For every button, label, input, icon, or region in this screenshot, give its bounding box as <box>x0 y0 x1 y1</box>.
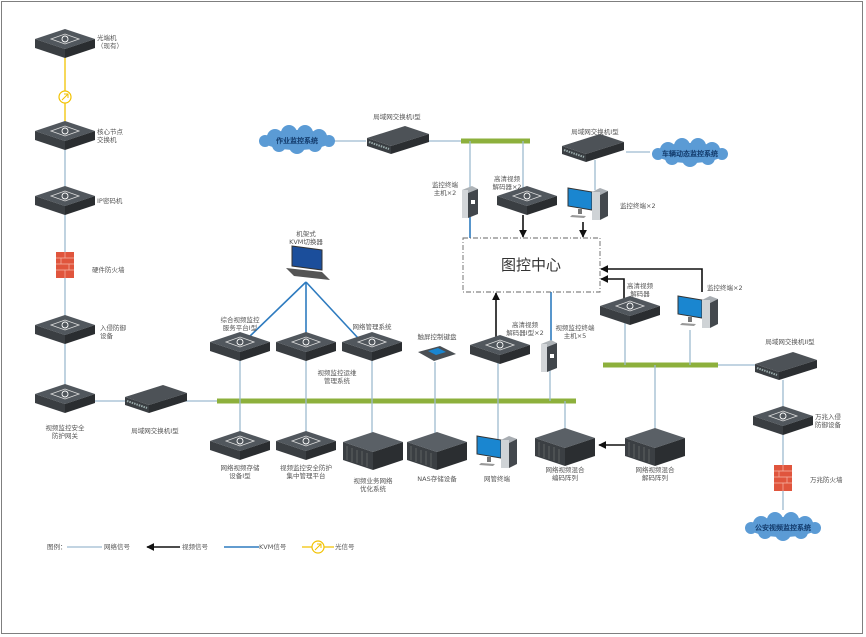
label-top-switch-right: 局域网交换机I型 <box>571 127 619 136</box>
label-terminal-host5: 视频监控终端主机×5 <box>556 323 596 340</box>
label-optical-terminal: 光端机（现有） <box>97 33 123 50</box>
label-lan-switch: 局域网交换机I型 <box>131 426 179 435</box>
legend-kvm: KVM信号 <box>259 542 287 551</box>
nas-icon <box>406 431 468 471</box>
storage-server-icon <box>209 430 271 461</box>
platform-server-icon <box>209 331 271 362</box>
label-ips: 入侵防御设备 <box>100 323 127 340</box>
lan-switch-icon <box>366 125 430 155</box>
optimizer-icon <box>342 431 404 471</box>
label-monitor-terminal-right: 监控终端×2 <box>707 283 743 292</box>
label-platform: 综合视频监控服务平台I型 <box>221 315 261 332</box>
control-center-title: 图控中心 <box>501 256 561 274</box>
label-ip-encryptor: IP密码机 <box>97 196 123 205</box>
legend-title: 图例： <box>47 542 67 551</box>
label-ips-10g: 万兆入侵防御设备 <box>815 412 842 429</box>
label-monitor-terminal-top: 监控终端×2 <box>620 201 656 210</box>
desktop-pc-icon <box>567 187 609 221</box>
nms-server-icon <box>341 331 403 362</box>
label-hw-firewall: 硬件防火墙 <box>92 265 125 274</box>
lan-switch-icon <box>754 351 818 381</box>
touch-keyboard-icon <box>418 346 456 361</box>
legend: 图例： 网络信号 视频信号 KVM信号 光信号 <box>47 540 355 554</box>
firewall-icon <box>773 464 793 492</box>
desktop-pc-icon <box>677 295 719 329</box>
cloud-work-monitoring: 作业监控系统 <box>276 136 318 145</box>
core-switch-icon <box>34 120 96 151</box>
label-hd-decoder-top: 高清视频解码器×2 <box>492 174 521 191</box>
desktop-pc-icon <box>476 435 518 469</box>
label-encoder-array: 网络视频混合编码阵列 <box>546 465 586 482</box>
optical-signal-icon <box>311 540 325 554</box>
optical-terminal-icon <box>34 28 96 59</box>
label-top-switch-left: 局域网交换机I型 <box>373 112 421 121</box>
label-hd-decoder-right: 高清视频解码器 <box>627 281 654 298</box>
label-nms-terminal: 网管终端 <box>484 474 511 483</box>
optical-signal-icon <box>58 90 72 104</box>
security-gateway-icon <box>34 383 96 414</box>
ops-server-icon <box>275 331 337 362</box>
lan-switch-icon <box>124 384 188 414</box>
ips-10g-icon <box>752 405 814 436</box>
cloud-vehicle-monitoring: 车辆动态监控系统 <box>662 149 718 158</box>
label-core-switch: 核心节点交换机 <box>97 127 124 144</box>
lan-switch-icon <box>561 133 625 163</box>
label-ops-system: 视频监控运维管理系统 <box>318 368 358 385</box>
legend-network: 网络信号 <box>104 542 131 551</box>
legend-video: 视频信号 <box>182 542 209 551</box>
label-terminal-host: 监控终端主机×2 <box>432 180 459 197</box>
firewall-icon <box>55 251 75 279</box>
label-lan-switch-ii: 局域网交换机II型 <box>765 337 815 346</box>
ips-icon <box>34 314 96 345</box>
control-center-box <box>462 237 601 293</box>
encoder-array-icon <box>534 427 596 467</box>
network-links <box>64 55 784 510</box>
kvm-laptop-icon <box>286 245 330 280</box>
label-firewall-10g: 万兆防火墙 <box>810 475 843 484</box>
legend-optical: 光信号 <box>335 542 355 551</box>
decoder-icon <box>469 334 531 365</box>
label-nms: 网络管理系统 <box>353 322 393 331</box>
label-touch-keyboard: 触屏控制键盘 <box>418 332 458 341</box>
decoder-icon <box>599 295 661 326</box>
label-security-gateway: 视频监控安全防护网关 <box>46 423 86 440</box>
tower-pc-icon <box>462 186 478 218</box>
key-encryptor-icon <box>34 185 96 216</box>
tower-pc-icon <box>541 340 557 372</box>
sec-mgmt-server-icon <box>275 430 337 461</box>
label-decoder-array: 网络视频混合解码阵列 <box>636 465 676 482</box>
label-hd-decoder-i: 高清视频解码器I型×2 <box>506 320 544 337</box>
label-nas: NAS存储设备 <box>417 474 457 483</box>
decoder-array-icon <box>624 427 686 467</box>
label-sec-mgmt: 视频监控安全防护集中管理平台 <box>280 463 332 480</box>
cloud-police-monitoring: 公安视频监控系统 <box>755 523 811 532</box>
label-optimizer: 视频业务网络优化系统 <box>354 476 394 493</box>
label-storage: 网络视频存储设备I型 <box>221 463 261 480</box>
